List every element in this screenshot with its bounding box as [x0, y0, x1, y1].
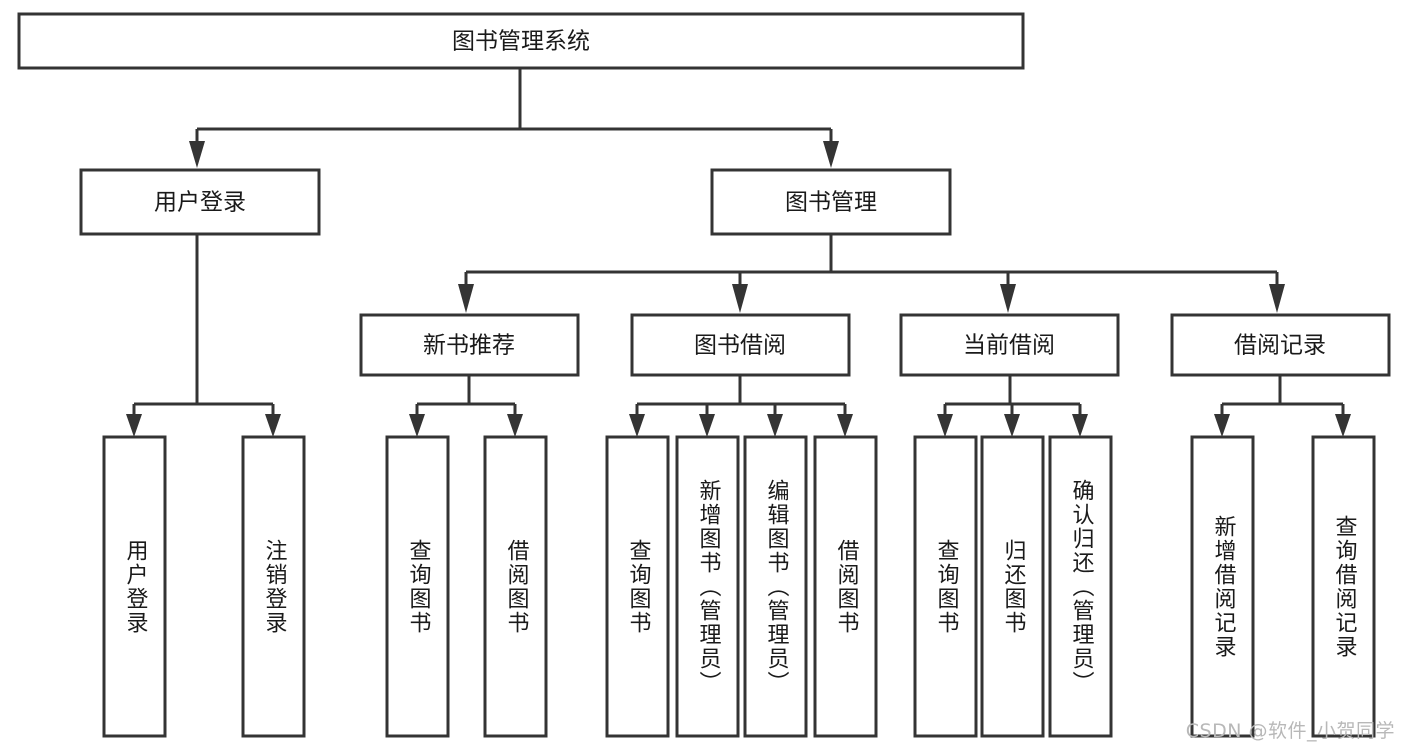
node-leaf-query-record[interactable] [1311, 435, 1376, 738]
arrow-to-leaf-user-login [126, 414, 142, 437]
label-new-book-rec: 新书推荐 [423, 333, 515, 359]
horizontal-label-layer: 图书管理系统 用户登录 图书管理 新书推荐 图书借阅 当前借阅 借阅记录 [154, 29, 1326, 359]
arrow-to-leaf-borrow-book-1 [507, 414, 523, 437]
arrow-to-currentborrow [1000, 284, 1016, 313]
label-root: 图书管理系统 [452, 29, 590, 55]
label-borrow-record: 借阅记录 [1234, 333, 1326, 359]
node-leaf-return-book[interactable] [980, 435, 1045, 738]
node-user-login[interactable] [79, 168, 321, 236]
arrow-to-newbook [458, 284, 474, 313]
arrow-to-book-manage [823, 141, 839, 168]
node-new-book-rec[interactable] [359, 313, 580, 377]
node-leaf-query-book-1[interactable] [385, 435, 450, 738]
node-leaf-user-login[interactable] [102, 435, 167, 738]
node-leaf-borrow-book-1[interactable] [483, 435, 548, 738]
label-user-login: 用户登录 [154, 190, 246, 216]
node-book-manage[interactable] [710, 168, 952, 236]
arrow-to-leaf-query-book-2 [629, 414, 645, 437]
arrow-to-leaf-confirm-return [1072, 414, 1088, 437]
label-current-borrow: 当前借阅 [963, 333, 1055, 359]
watermark-text: CSDN @软件_小贺同学 [1185, 720, 1395, 742]
arrow-to-leaf-return-book [1004, 414, 1020, 437]
arrow-to-user-login [189, 141, 205, 168]
node-root[interactable] [17, 12, 1025, 70]
node-leaf-add-book[interactable] [675, 435, 740, 738]
node-book-borrow[interactable] [630, 313, 851, 377]
node-layer [17, 12, 1391, 738]
node-borrow-record[interactable] [1170, 313, 1391, 377]
arrow-to-leaf-query-record [1335, 414, 1351, 437]
node-leaf-query-book-2[interactable] [605, 435, 670, 738]
node-leaf-logout-login[interactable] [241, 435, 306, 738]
node-leaf-add-record[interactable] [1190, 435, 1255, 738]
arrow-to-bookborrow [732, 284, 748, 313]
node-current-borrow[interactable] [899, 313, 1120, 377]
node-leaf-borrow-book-2[interactable] [813, 435, 878, 738]
arrow-to-leaf-query-book-1 [409, 414, 425, 437]
arrow-to-leaf-query-book-3 [937, 414, 953, 437]
arrow-to-leaf-borrow-book-2 [837, 414, 853, 437]
arrow-to-borrowrecord [1269, 284, 1285, 313]
arrow-to-leaf-add-book [699, 414, 715, 437]
node-leaf-query-book-3[interactable] [913, 435, 978, 738]
node-leaf-edit-book[interactable] [743, 435, 808, 738]
arrow-to-leaf-logout-login [265, 414, 281, 437]
label-book-manage: 图书管理 [785, 190, 877, 216]
label-book-borrow: 图书借阅 [694, 333, 786, 359]
connector-layer [126, 68, 1351, 437]
arrow-to-leaf-edit-book [767, 414, 783, 437]
node-leaf-confirm-return[interactable] [1048, 435, 1113, 738]
arrow-to-leaf-add-record [1214, 414, 1230, 437]
